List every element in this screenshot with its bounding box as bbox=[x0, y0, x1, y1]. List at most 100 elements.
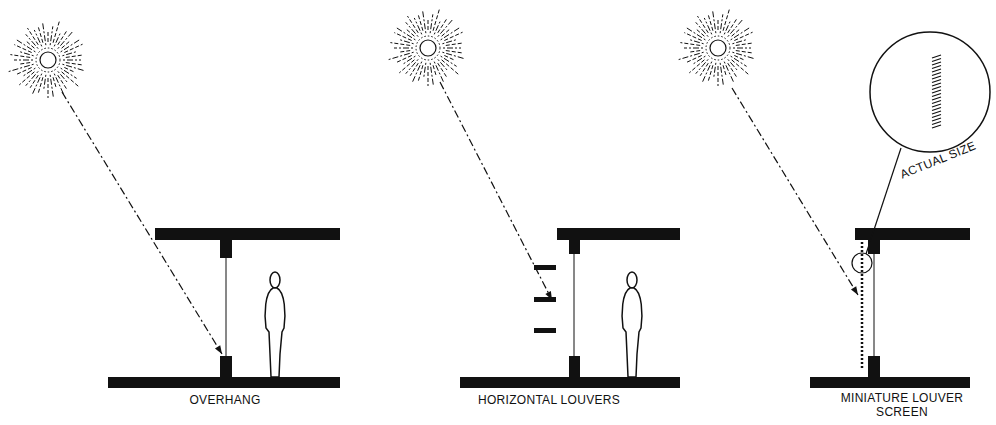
sun-ray bbox=[428, 18, 429, 30]
sun-ray bbox=[394, 33, 411, 41]
sun-ray bbox=[444, 32, 462, 40]
sun-ray bbox=[689, 60, 704, 73]
column-head bbox=[569, 240, 580, 254]
sun-ray bbox=[695, 28, 704, 36]
sun-ray bbox=[724, 21, 730, 35]
sun-ray bbox=[58, 31, 67, 44]
sun-ray bbox=[62, 52, 76, 56]
detail-marker bbox=[852, 253, 872, 273]
sun-symbol bbox=[679, 9, 755, 86]
louver-slat bbox=[932, 87, 941, 90]
sun-ray bbox=[693, 56, 706, 64]
sun-ray bbox=[684, 33, 701, 41]
sun-ray bbox=[44, 75, 46, 90]
sun-ray bbox=[688, 51, 700, 53]
sun-ray bbox=[390, 43, 410, 46]
sun-ray bbox=[62, 72, 79, 87]
sun-ray bbox=[34, 30, 41, 46]
sun-ray bbox=[424, 63, 426, 78]
louver-blade bbox=[534, 265, 556, 270]
sun-ray bbox=[442, 40, 456, 44]
sun-core bbox=[40, 52, 56, 68]
person-head bbox=[627, 272, 637, 288]
sill-stub bbox=[220, 356, 232, 378]
sun-ray bbox=[48, 30, 49, 42]
sun-ray bbox=[679, 52, 704, 59]
detail-circle bbox=[870, 32, 990, 152]
louver-slat bbox=[932, 125, 941, 128]
sun-ray bbox=[9, 64, 34, 71]
louver-detail-hatch bbox=[932, 55, 941, 128]
sun-ray bbox=[732, 52, 754, 58]
sun-ray bbox=[48, 78, 49, 98]
sun-ray bbox=[428, 66, 429, 86]
louver-slat bbox=[932, 73, 941, 76]
sun-ray bbox=[16, 39, 35, 51]
louver-screen bbox=[861, 242, 864, 368]
sun-ray bbox=[728, 19, 737, 32]
sun-ray bbox=[434, 62, 444, 83]
sun-ray bbox=[30, 75, 38, 88]
sun-ray bbox=[434, 21, 440, 35]
panel-caption: HORIZONTAL LOUVERS bbox=[454, 393, 644, 407]
louver-blade bbox=[534, 297, 556, 302]
sun-ray bbox=[720, 14, 723, 33]
sun-ray bbox=[724, 62, 734, 83]
roof-overhang-slab bbox=[155, 228, 340, 240]
sun-ray-line bbox=[732, 88, 858, 295]
floor-slab bbox=[108, 377, 340, 388]
sun-ray bbox=[53, 21, 59, 43]
sun-ray bbox=[66, 55, 82, 57]
window-glass bbox=[574, 254, 575, 356]
sill-stub bbox=[569, 356, 580, 378]
sun-ray bbox=[430, 14, 433, 33]
sun-ray bbox=[63, 60, 81, 61]
sun-ray bbox=[708, 15, 713, 30]
window-glass bbox=[226, 258, 227, 356]
floor-slab bbox=[810, 377, 970, 388]
sun-ray bbox=[54, 33, 60, 47]
louver-slat bbox=[932, 76, 941, 79]
sun-ray bbox=[438, 63, 447, 76]
sun-core bbox=[710, 40, 726, 56]
sun-ray bbox=[718, 18, 719, 30]
louver-slat bbox=[932, 69, 941, 72]
louver-blade bbox=[534, 328, 556, 333]
sun-symbol bbox=[9, 21, 85, 98]
sun-ray bbox=[723, 9, 729, 31]
sun-ray bbox=[733, 48, 751, 49]
sun-ray bbox=[403, 56, 416, 64]
louver-slat bbox=[932, 108, 941, 111]
sun-ring bbox=[416, 36, 440, 60]
sun-ray bbox=[50, 75, 53, 97]
louver-slat bbox=[932, 66, 941, 69]
arrowhead bbox=[215, 345, 222, 354]
sun-ray bbox=[442, 52, 464, 58]
sun-ray bbox=[684, 48, 703, 49]
person-body bbox=[265, 288, 285, 377]
sun-ray bbox=[728, 63, 737, 76]
person-silhouette bbox=[265, 272, 285, 377]
sun-ray bbox=[446, 51, 462, 53]
sun-ray bbox=[62, 64, 84, 70]
sun-ray bbox=[734, 32, 752, 40]
sun-ray bbox=[442, 60, 459, 75]
sun-ray bbox=[713, 10, 716, 33]
sun-ray bbox=[43, 22, 46, 45]
sun-ray bbox=[704, 18, 711, 34]
sun-ray bbox=[418, 15, 423, 30]
sun-ray bbox=[10, 55, 30, 58]
arrowhead bbox=[851, 286, 858, 295]
sun-ray bbox=[433, 9, 439, 31]
louver-slat bbox=[932, 115, 941, 118]
louver-slat bbox=[932, 111, 941, 114]
sun-ray bbox=[414, 18, 421, 34]
sun-ray bbox=[438, 19, 447, 32]
sun-ray bbox=[430, 63, 433, 85]
sun-ray bbox=[423, 10, 426, 33]
sun-ray bbox=[446, 43, 462, 45]
sun-ray bbox=[17, 67, 32, 74]
sun-ray bbox=[736, 51, 752, 53]
